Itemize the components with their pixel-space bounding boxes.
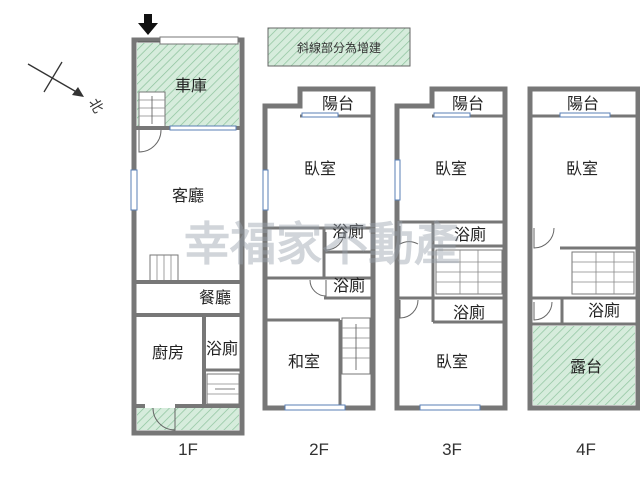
compass: 北 xyxy=(27,61,106,116)
f2-outline xyxy=(262,86,376,411)
f1-garage-label: 車庫 xyxy=(175,76,207,95)
f3-bath1-label: 浴廁 xyxy=(454,225,486,244)
compass-arrow-icon xyxy=(72,87,84,97)
f4-bedroom-label: 臥室 xyxy=(566,159,598,178)
f1-door-arc xyxy=(138,129,162,153)
f4-bath-label: 浴廁 xyxy=(588,301,620,320)
f2-bath2-label: 浴廁 xyxy=(333,276,365,295)
compass-label: 北 xyxy=(85,96,106,116)
f2-washitsu-label: 和室 xyxy=(288,352,320,371)
f4-terrace-label: 露台 xyxy=(570,357,602,376)
entrance-arrow-icon xyxy=(138,14,158,35)
f3-floor-label: 3F xyxy=(442,440,462,459)
f3-stairs xyxy=(435,249,503,295)
f1-stairs-upper xyxy=(138,91,166,129)
floor-3f: 陽台 臥室 浴廁 浴廁 臥室 3F xyxy=(394,86,508,459)
floor-2f: 陽台 臥室 浴廁 浴廁 和室 2F xyxy=(262,86,376,459)
floor-1f: 車庫 客廳 餐廳 廚房 浴廁 1F xyxy=(130,36,245,459)
f1-dining-label: 餐廳 xyxy=(199,288,231,307)
f2-stairs xyxy=(341,317,371,375)
floor-4f: 陽台 臥室 浴廁 露台 4F xyxy=(527,86,640,459)
f1-stairs-rear xyxy=(206,373,240,405)
legend-swatch xyxy=(267,27,411,67)
f1-floor-label: 1F xyxy=(178,440,198,459)
f3-balcony-label: 陽台 xyxy=(452,94,484,113)
f3-bedroom2-label: 臥室 xyxy=(436,352,468,371)
f4-stairs xyxy=(571,251,635,295)
legend: 斜線部分為增建 xyxy=(267,27,411,67)
f3-outline xyxy=(394,86,508,411)
f2-floor-label: 2F xyxy=(309,440,329,459)
watermark: 幸福家不動產 xyxy=(184,217,460,271)
f4-floor-label: 4F xyxy=(576,440,596,459)
f1-entry-hatch xyxy=(137,408,239,430)
f1-stairs-living xyxy=(149,254,179,282)
f3-bedroom1-label: 臥室 xyxy=(435,159,467,178)
compass-line xyxy=(27,63,81,95)
legend-text: 斜線部分為增建 xyxy=(297,40,381,55)
f2-bath1-label: 浴廁 xyxy=(332,222,364,241)
f3-bath2-label: 浴廁 xyxy=(453,303,485,322)
f1-kitchen-label: 廚房 xyxy=(152,343,184,362)
f2-balcony-label: 陽台 xyxy=(322,94,354,113)
f4-balcony-label: 陽台 xyxy=(567,94,599,113)
f1-living-label: 客廳 xyxy=(172,186,204,205)
compass-cross xyxy=(43,61,63,93)
f4-terrace-hatch xyxy=(533,326,635,405)
f1-rear-door-arc xyxy=(152,407,176,431)
f2-bedroom-label: 臥室 xyxy=(304,159,336,178)
f1-bath-label: 浴廁 xyxy=(206,339,238,358)
